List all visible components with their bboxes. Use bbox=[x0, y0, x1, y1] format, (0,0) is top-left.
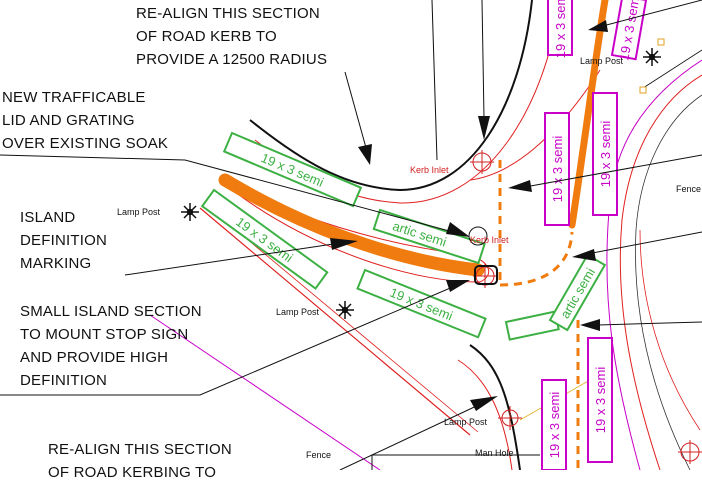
lamp-post-label-1: Lamp Post bbox=[117, 207, 161, 217]
vehicle-mag-1-label: 19 x 3 semi bbox=[553, 0, 568, 58]
vehicle-mag-5-label: 19 x 3 semi bbox=[547, 392, 562, 459]
leader-realign-top bbox=[344, 71, 369, 156]
note-line: PROVIDE A 12500 RADIUS bbox=[136, 51, 328, 68]
note-line: DEFINITION bbox=[20, 372, 107, 389]
leader-small-island bbox=[0, 282, 463, 396]
top-right-line bbox=[639, 49, 702, 91]
arrowhead bbox=[478, 116, 490, 140]
pole-marker bbox=[657, 38, 665, 46]
arrowheads bbox=[330, 20, 608, 411]
lamp-posts bbox=[181, 48, 661, 319]
lamp-post-icon bbox=[643, 48, 661, 66]
leader-right-2 bbox=[581, 231, 702, 256]
note-line: NEW TRAFFICABLE bbox=[2, 89, 146, 106]
vehicle-mag-5: 19 x 3 semi bbox=[541, 379, 567, 470]
kerb-inlet-4 bbox=[678, 440, 702, 464]
kerb-inlet-1 bbox=[470, 150, 494, 174]
note-line: OF ROAD KERB TO bbox=[136, 28, 277, 45]
note-line: LID AND GRATING bbox=[2, 112, 135, 129]
kerb-inlet-label-2: Kerb Inlet bbox=[470, 235, 509, 245]
vehicle-semi-4 bbox=[504, 310, 560, 341]
arrowhead bbox=[446, 280, 470, 292]
kerb-inlet-label-1: Kerb Inlet bbox=[410, 165, 449, 175]
note-realign-top: RE-ALIGN THIS SECTION OF ROAD KERB TO PR… bbox=[136, 2, 327, 71]
dashed-orange-curve bbox=[499, 231, 574, 287]
note-line: TO MOUNT STOP SIGN bbox=[20, 326, 189, 343]
note-line: ISLAND bbox=[20, 209, 76, 226]
note-line: RE-ALIGN THIS SECTION bbox=[136, 5, 320, 22]
site-plan-drawing: 19 x 3 semi 19 x 3 semi artic semi 19 x … bbox=[0, 0, 702, 470]
lamp-post-icon bbox=[336, 301, 354, 319]
leader-lines bbox=[0, 0, 702, 470]
arrowhead bbox=[572, 249, 596, 261]
kerb-bottom-red bbox=[457, 359, 513, 470]
vehicle-mag-4-label: 19 x 3 semi bbox=[598, 121, 613, 188]
vehicle-mag-2: 19 x 3 semi bbox=[610, 0, 648, 62]
leader-realign-top-3 bbox=[481, 0, 485, 119]
fence-label-1: Fence bbox=[676, 184, 701, 194]
vehicle-mag-4: 19 x 3 semi bbox=[592, 92, 618, 216]
arrowhead bbox=[508, 180, 532, 192]
arrowhead bbox=[580, 319, 600, 331]
man-hole-label: Man Hole bbox=[475, 448, 514, 458]
road-edge-red-1 bbox=[199, 207, 471, 436]
soak-lid-circle bbox=[468, 226, 488, 246]
note-line: RE-ALIGN THIS SECTION bbox=[48, 441, 232, 458]
lamp-post-label-3: Lamp Post bbox=[580, 56, 624, 66]
leader-realign-bottom bbox=[339, 401, 486, 470]
kerb-right-red-1 bbox=[619, 74, 702, 470]
lamp-post-label-4: Lamp Post bbox=[444, 417, 488, 427]
kerb-right-red-2 bbox=[639, 229, 701, 431]
vehicle-mag-6: 19 x 3 semi bbox=[587, 337, 613, 463]
note-line: SMALL ISLAND SECTION bbox=[20, 303, 202, 320]
leader-island bbox=[124, 242, 341, 276]
note-line: MARKING bbox=[20, 255, 92, 272]
swept-path-magenta bbox=[149, 314, 381, 470]
arrowhead bbox=[330, 238, 358, 250]
note-line: DEFINITION bbox=[20, 232, 107, 249]
leader-realign-top-2 bbox=[431, 0, 438, 161]
kerb-inlet-curve bbox=[469, 69, 601, 181]
kerb-top-left bbox=[249, 0, 533, 192]
arrowhead bbox=[588, 20, 608, 32]
kerb-right-black bbox=[635, 94, 702, 470]
manhole-box bbox=[371, 454, 540, 470]
island-definition-marking bbox=[218, 173, 485, 277]
vehicle-mag-1: 19 x 3 semi bbox=[547, 0, 573, 58]
kerb-inlets bbox=[470, 150, 702, 464]
vehicle-mag-3-label: 19 x 3 semi bbox=[550, 136, 565, 203]
note-line: AND PROVIDE HIGH bbox=[20, 349, 169, 366]
lamp-post-label-2: Lamp Post bbox=[276, 307, 320, 317]
note-small-island: SMALL ISLAND SECTION TO MOUNT STOP SIGN … bbox=[20, 300, 202, 392]
vehicle-mag-3: 19 x 3 semi bbox=[544, 112, 570, 226]
soak-lid-square bbox=[474, 265, 498, 285]
magenta-vehicles: 19 x 3 semi 19 x 3 semi 19 x 3 semi 19 x… bbox=[541, 0, 648, 470]
pole-marker bbox=[639, 86, 647, 94]
note-lid-grating: NEW TRAFFICABLE LID AND GRATING OVER EXI… bbox=[2, 86, 168, 155]
kerb-bottom bbox=[469, 344, 521, 470]
arrowhead bbox=[446, 222, 470, 237]
arrowhead bbox=[470, 396, 498, 411]
note-line: OF ROAD KERBING TO bbox=[48, 464, 217, 481]
note-line: OVER EXISTING SOAK bbox=[2, 135, 169, 152]
note-realign-bottom: RE-ALIGN THIS SECTION OF ROAD KERBING TO bbox=[48, 438, 232, 484]
leader-lid-grating bbox=[0, 154, 469, 237]
fence-label-2: Fence bbox=[306, 450, 331, 460]
vehicle-mag-6-label: 19 x 3 semi bbox=[593, 367, 608, 434]
arrowhead bbox=[358, 144, 372, 165]
leader-top-right bbox=[594, 0, 702, 29]
note-island-marking: ISLAND DEFINITION MARKING bbox=[20, 206, 107, 275]
leader-right-3 bbox=[597, 321, 702, 326]
kerb-inlet-3 bbox=[498, 406, 522, 430]
leader-right-1 bbox=[524, 154, 702, 188]
lamp-post-icon bbox=[181, 203, 199, 221]
